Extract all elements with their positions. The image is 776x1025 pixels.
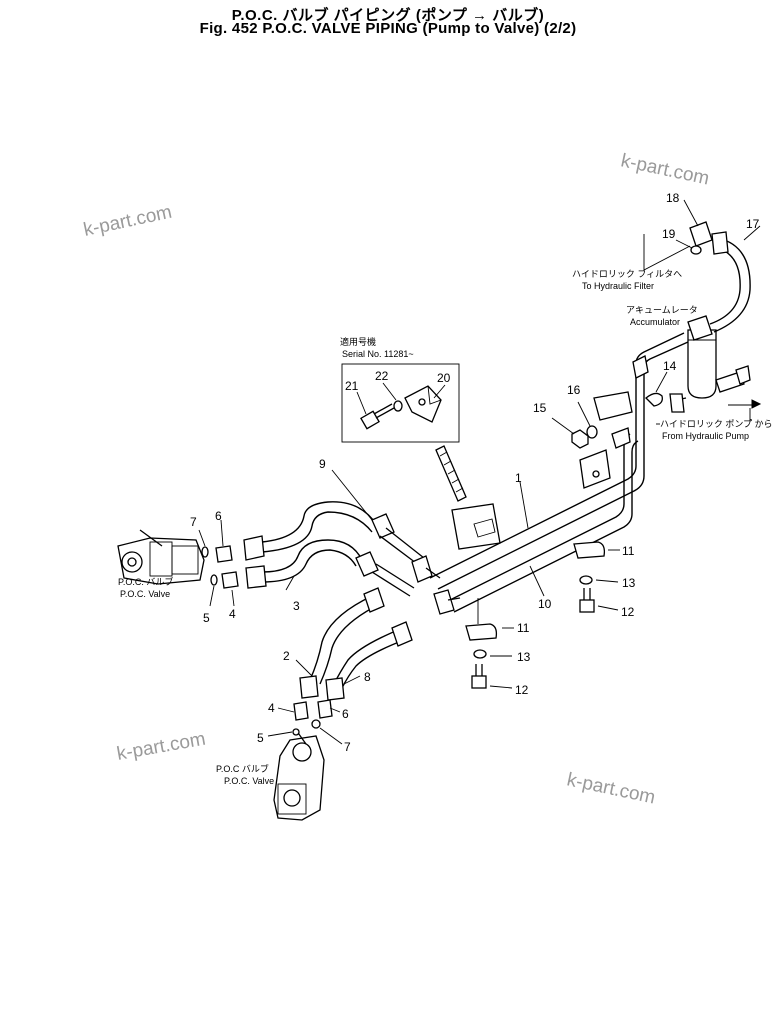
pump-label-jp: ハイドロリック ポンプ から [660,419,773,429]
watermark: k-part.com [565,769,657,808]
callout-9: 9 [319,457,326,471]
valve-label-upper: P.O.C. Valve [120,589,170,599]
fitting-6-lower [317,699,333,719]
callout-4: 4 [268,701,275,715]
callout-10: 10 [538,597,552,611]
hose-8 [333,621,413,689]
filter-label: To Hydraulic Filter [582,281,654,291]
callout-22: 22 [375,369,389,383]
callout-4: 4 [229,607,236,621]
callout-21: 21 [345,379,359,393]
callout-12: 12 [621,605,635,619]
hose-end-fitting [299,675,319,699]
title-japanese: P.O.C. バルブ パイピング (ポンプ → バルブ) [231,7,545,24]
clip-14 [645,392,663,407]
callout-5: 5 [203,611,210,625]
watermark: k-part.com [115,729,207,765]
hose-17 [687,231,751,341]
inset-frame [341,363,460,443]
fitting-6-upper [215,545,233,563]
pump-arrowhead [751,399,762,409]
bolt-21 [360,403,395,430]
callout-13: 13 [622,576,636,590]
callout-6: 6 [342,707,349,721]
serial-label: Serial No. 11281~ [342,349,414,359]
poc-valve-lower [273,729,325,821]
hose-2 [309,587,385,685]
hose-end-fitting [325,677,345,701]
callout-15: 15 [533,401,547,415]
pump-pointer [749,408,752,421]
washer-22 [393,400,403,412]
callout-13: 13 [517,650,531,664]
hose-9 [261,501,425,567]
callout-19: 19 [662,227,676,241]
hose-end-fitting [245,565,267,589]
poc-valve-upper [117,529,205,585]
callout-17: 17 [746,217,760,231]
elbow-fitting [632,355,649,379]
pipe-1 [429,332,689,590]
watermark: k-part.com [619,150,711,189]
callout-6: 6 [215,509,222,523]
callout-12: 12 [515,683,529,697]
callout-5: 5 [257,731,264,745]
bolt-12-right [579,588,595,613]
valve-label-lower-jp: P.O.C バルブ [216,763,269,774]
nut-15 [571,429,589,449]
serial-label-jp: 適用号機 [340,336,376,347]
detail-arrow [435,445,467,502]
o-ring-5-upper [210,574,218,586]
connector-fitting [411,555,433,583]
filter-pointer [643,234,691,271]
pipe-clamp-bracket [579,449,611,489]
o-ring-7-lower [311,719,321,729]
valve-label-lower: P.O.C. Valve [224,776,274,786]
callout-7: 7 [344,740,351,754]
connector-fitting [433,589,455,615]
clamp-11-right [573,541,606,559]
fitting-4-lower [293,701,309,721]
clamp-11-left [465,598,498,641]
accumulator-label: Accumulator [630,317,680,327]
callout-11: 11 [622,544,635,558]
pipe-end-fitting [611,427,631,449]
pipe-bracket-plate [451,503,501,550]
o-ring-7-upper [201,546,209,558]
watermark: k-part.com [82,202,174,241]
bracket-20 [404,385,442,423]
callout-11: 11 [517,621,530,635]
callout-20: 20 [437,371,451,385]
callout-7: 7 [190,515,197,529]
bolt-12-left [471,664,487,689]
callout-18: 18 [666,191,680,205]
callout-1: 1 [515,471,522,485]
accumulator [669,329,751,413]
figure-title: Fig. 452 P.O.C. VALVE PIPING (Pump to Va… [199,20,577,37]
o-ring-5-lower [292,728,300,736]
accumulator-label-jp: アキュームレータ [626,305,698,315]
callout-3: 3 [293,599,300,613]
serial-inset: 適用号機 Serial No. 11281~ 21 22 20 [340,336,460,443]
hose-3 [261,539,415,597]
callout-14: 14 [663,359,677,373]
hose-end-fitting [243,535,265,561]
callout-8: 8 [364,670,371,684]
elbow-18 [689,221,713,247]
watermarks: k-part.com k-part.com k-part.com k-part.… [82,150,711,808]
callout-2: 2 [283,649,290,663]
valve-label-upper-jp: P.O.C. バルブ [118,576,173,587]
filter-label-jp: ハイドロリック フィルタへ [572,269,682,279]
washer-16 [586,425,598,439]
callout-16: 16 [567,383,581,397]
mounting-plate [593,391,633,421]
pump-label: From Hydraulic Pump [662,431,749,441]
washer-13-left [473,649,487,659]
washer-13-right [579,575,593,585]
fitting-4-upper [221,571,239,589]
o-ring-19 [690,245,702,255]
